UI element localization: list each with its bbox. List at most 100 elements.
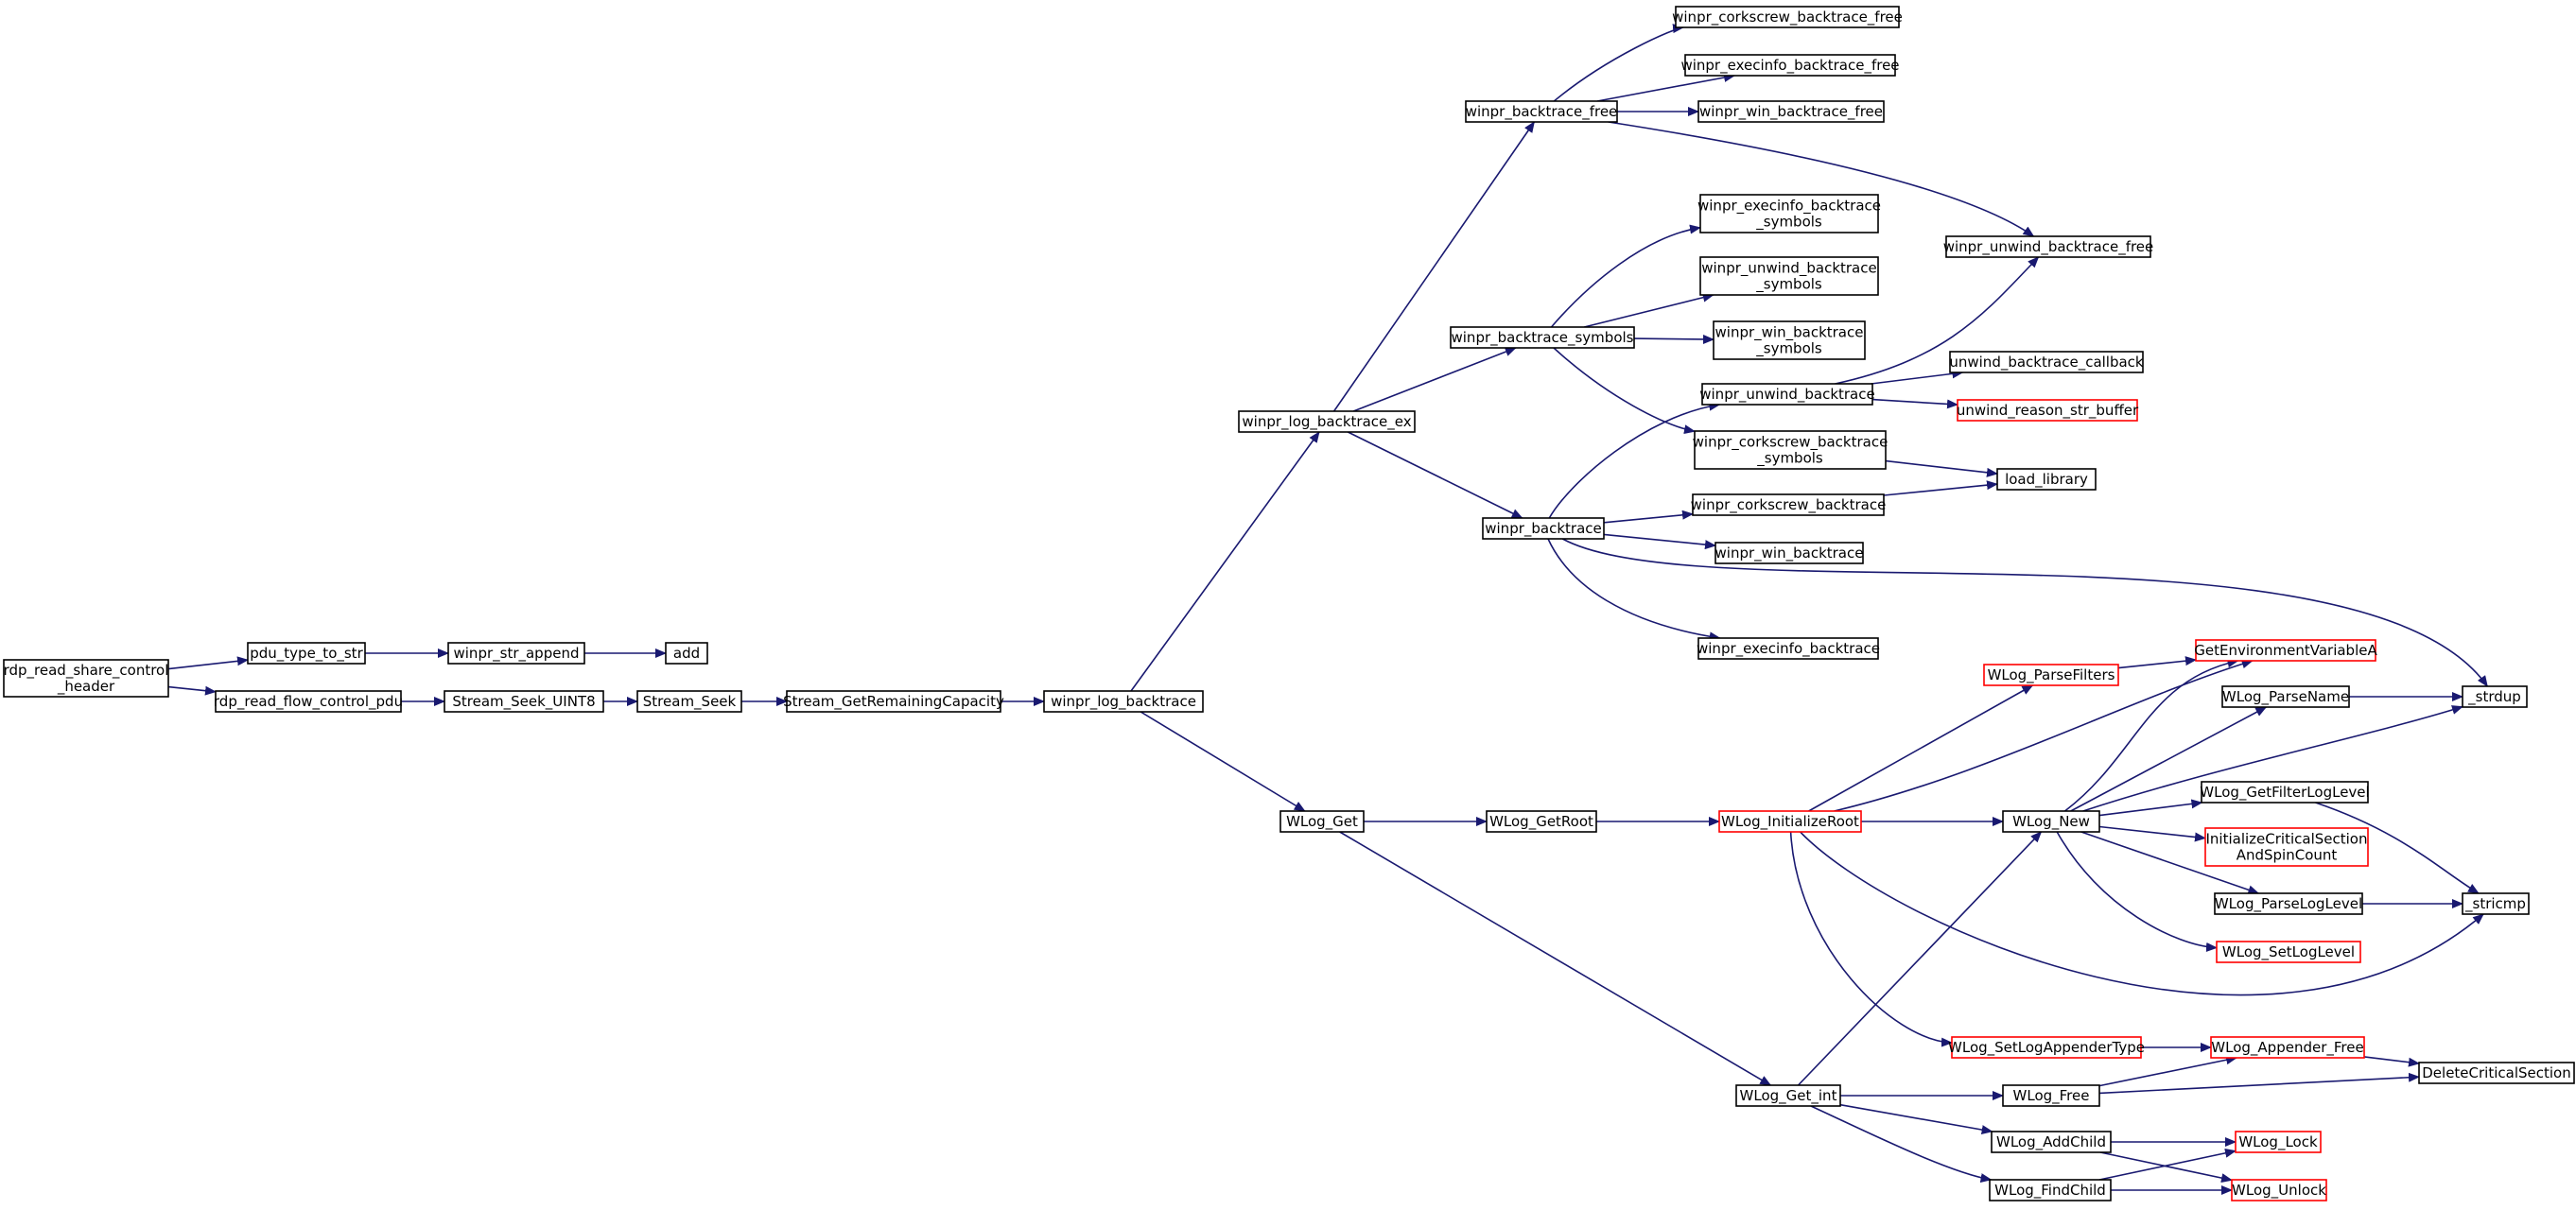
node-winpr_win_backtrace[interactable]: winpr_win_backtrace — [1714, 542, 1864, 564]
node-label: WLog_ParseFilters — [1988, 666, 2115, 684]
node-box — [2002, 1084, 2100, 1107]
node-label: WLog_Get — [1286, 813, 1358, 831]
node-label: _header — [57, 678, 115, 696]
node-Stream_Seek_UINT8[interactable]: Stream_Seek_UINT8 — [444, 690, 604, 713]
node-label: _strdup — [2467, 688, 2521, 706]
node-label: winpr_backtrace — [1485, 520, 1602, 538]
node-winpr_unwind_backtrace[interactable]: winpr_unwind_backtrace — [1699, 383, 1875, 406]
node-winpr_execinfo_backtrace[interactable]: winpr_execinfo_backtrace — [1697, 637, 1880, 660]
node-label: unwind_reason_str_buffer — [1957, 402, 2139, 420]
node-box — [2231, 1179, 2327, 1201]
node-label: GetEnvironmentVariableA — [2194, 642, 2377, 659]
node-label: winpr_unwind_backtrace — [1699, 386, 1874, 404]
node-winpr_log_backtrace_ex[interactable]: winpr_log_backtrace_ex — [1238, 410, 1416, 433]
node-winpr_corkscrew_backtrace_free[interactable]: winpr_corkscrew_backtrace_free — [1672, 6, 1903, 28]
node-label: rdp_read_share_control — [4, 662, 169, 680]
node-WLog_ParseLogLevel[interactable]: WLog_ParseLogLevel — [2214, 892, 2363, 915]
node-box — [1486, 810, 1597, 833]
node-GetEnvironmentVariableA[interactable]: GetEnvironmentVariableA — [2194, 639, 2377, 662]
node-label: InitializeCriticalSection — [2206, 831, 2368, 848]
edge-WLog_New-to-_strdup — [2082, 705, 2463, 812]
node-winpr_unwind_backtrace_free[interactable]: winpr_unwind_backtrace_free — [1943, 235, 2154, 258]
node-label: WLog_Free — [2013, 1087, 2090, 1105]
edge-winpr_backtrace-to-_strdup — [1561, 538, 2488, 687]
node-WLog_Appender_Free[interactable]: WLog_Appender_Free — [2210, 1036, 2365, 1059]
node-label: load_library — [2005, 471, 2088, 489]
node-winpr_backtrace[interactable]: winpr_backtrace — [1482, 517, 1605, 540]
node-winpr_execinfo_backtrace_free[interactable]: winpr_execinfo_backtrace_free — [1680, 54, 1900, 77]
edge-WLog_Get_int-to-WLog_New — [1797, 831, 2043, 1086]
node-box — [636, 690, 742, 713]
node-WLog_FindChild[interactable]: WLog_FindChild — [1989, 1179, 2112, 1201]
node-WLog_New[interactable]: WLog_New — [2002, 810, 2100, 833]
node-WLog_Get[interactable]: WLog_Get — [1279, 810, 1365, 833]
node-winpr_win_backtrace_symbols[interactable]: winpr_win_backtrace_symbols — [1713, 320, 1866, 360]
node-label: WLog_GetRoot — [1489, 813, 1593, 831]
node-winpr_str_append[interactable]: winpr_str_append — [447, 642, 585, 665]
edge-winpr_unwind_backtrace-to-unwind_reason_str_buffer — [1871, 398, 1958, 409]
node-box — [1043, 690, 1204, 713]
node-box — [2221, 685, 2350, 708]
edge-layer — [167, 24, 2488, 1195]
node-load_library[interactable]: load_library — [1996, 468, 2097, 491]
node-WLog_Get_int[interactable]: WLog_Get_int — [1735, 1084, 1841, 1107]
node-box — [1996, 468, 2097, 491]
node-box — [2462, 892, 2530, 915]
node-box — [1465, 100, 1618, 123]
node-label: _symbols — [1755, 214, 1822, 232]
node-box — [1238, 410, 1416, 433]
node-Stream_GetRemainingCapacity[interactable]: Stream_GetRemainingCapacity — [783, 690, 1004, 713]
node-WLog_AddChild[interactable]: WLog_AddChild — [1991, 1131, 2112, 1153]
node-unwind_backtrace_callback[interactable]: unwind_backtrace_callback — [1949, 351, 2144, 373]
node-label: Stream_Seek_UINT8 — [452, 693, 595, 711]
edge-WLog_Get_int-to-WLog_AddChild — [1839, 1103, 1993, 1135]
node-WLog_InitializeRoot[interactable]: WLog_InitializeRoot — [1718, 810, 1862, 833]
edge-winpr_corkscrew_backtrace-to-load_library — [1883, 480, 1998, 496]
node-label: WLog_Unlock — [2232, 1182, 2326, 1200]
node-winpr_corkscrew_backtrace[interactable]: winpr_corkscrew_backtrace — [1691, 493, 1887, 516]
node-add[interactable]: add — [665, 642, 708, 665]
node-pdu_type_to_str[interactable]: pdu_type_to_str — [247, 642, 366, 665]
node-WLog_Unlock[interactable]: WLog_Unlock — [2231, 1179, 2327, 1201]
node-winpr_win_backtrace_free[interactable]: winpr_win_backtrace_free — [1697, 100, 1885, 123]
node-box — [1951, 1036, 2142, 1059]
node-winpr_backtrace_free[interactable]: winpr_backtrace_free — [1465, 100, 1618, 123]
edge-winpr_backtrace_free-to-winpr_unwind_backtrace_free — [1608, 121, 2035, 237]
node-label: winpr_backtrace_free — [1466, 103, 1618, 121]
node-winpr_unwind_backtrace_symbols[interactable]: winpr_unwind_backtrace_symbols — [1699, 256, 1879, 296]
node-WLog_GetRoot[interactable]: WLog_GetRoot — [1486, 810, 1597, 833]
node-WLog_GetFilterLogLevel[interactable]: WLog_GetFilterLogLevel — [2200, 781, 2370, 804]
node-box — [1957, 399, 2138, 422]
edge-winpr_backtrace_symbols-to-winpr_unwind_backtrace_symbols — [1584, 292, 1714, 328]
edge-WLog_Get_int-to-WLog_FindChild — [1810, 1105, 1993, 1184]
node-rdp_read_flow_control_pdu[interactable]: rdp_read_flow_control_pdu — [214, 690, 403, 713]
node-box — [2216, 941, 2361, 963]
node-box — [1699, 256, 1879, 296]
node-WLog_Lock[interactable]: WLog_Lock — [2235, 1131, 2322, 1153]
node-_strdup[interactable]: _strdup — [2462, 685, 2528, 708]
edge-winpr_unwind_backtrace-to-unwind_backtrace_callback — [1871, 369, 1964, 385]
edge-winpr_backtrace_free-to-winpr_corkscrew_backtrace_free — [1553, 24, 1684, 102]
node-_stricmp[interactable]: _stricmp — [2462, 892, 2530, 915]
node-unwind_reason_str_buffer[interactable]: unwind_reason_str_buffer — [1957, 399, 2139, 422]
node-WLog_SetLogLevel[interactable]: WLog_SetLogLevel — [2216, 941, 2361, 963]
node-winpr_log_backtrace[interactable]: winpr_log_backtrace — [1043, 690, 1204, 713]
node-box — [1701, 383, 1873, 406]
node-winpr_execinfo_backtrace_symbols[interactable]: winpr_execinfo_backtrace_symbols — [1697, 194, 1881, 233]
node-WLog_ParseName[interactable]: WLog_ParseName — [2221, 685, 2350, 708]
edge-winpr_log_backtrace_ex-to-winpr_backtrace_free — [1332, 121, 1536, 412]
node-winpr_backtrace_symbols[interactable]: winpr_backtrace_symbols — [1450, 326, 1635, 349]
node-box — [215, 690, 402, 713]
node-WLog_SetLogAppenderType[interactable]: WLog_SetLogAppenderType — [1948, 1036, 2145, 1059]
node-label: Stream_Seek — [643, 693, 737, 711]
node-label: winpr_corkscrew_backtrace — [1693, 434, 1888, 452]
node-box — [1735, 1084, 1841, 1107]
edge-winpr_backtrace-to-winpr_corkscrew_backtrace — [1603, 510, 1694, 524]
node-WLog_Free[interactable]: WLog_Free — [2002, 1084, 2100, 1107]
node-WLog_ParseFilters[interactable]: WLog_ParseFilters — [1983, 664, 2119, 686]
node-Stream_Seek[interactable]: Stream_Seek — [636, 690, 742, 713]
node-DeleteCriticalSection[interactable]: DeleteCriticalSection — [2418, 1062, 2575, 1084]
node-winpr_corkscrew_backtrace_symbols[interactable]: winpr_corkscrew_backtrace_symbols — [1693, 430, 1888, 470]
